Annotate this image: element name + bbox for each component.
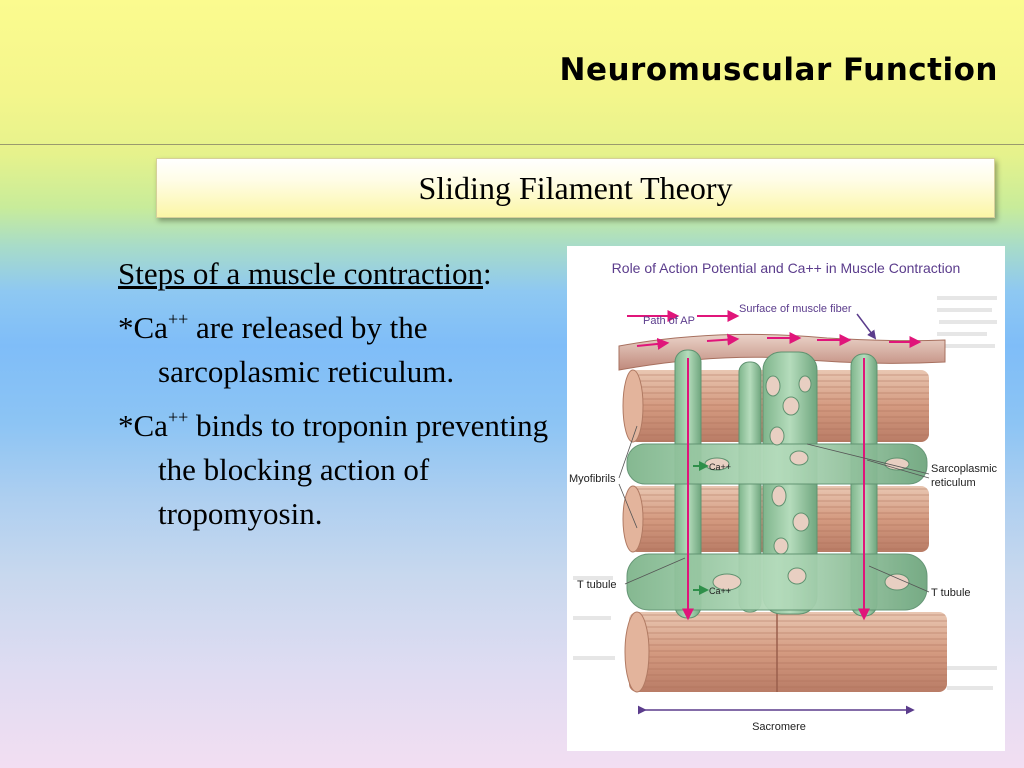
myofibril-3-stripes	[629, 612, 947, 692]
steps-heading-text: Steps of a muscle contraction	[118, 256, 484, 291]
muscle-contraction-figure: Role of Action Potential and Ca++ in Mus…	[567, 246, 1005, 751]
bullet-2-sup: ++	[167, 407, 189, 427]
bullet-2-text: binds to troponin preventing the blockin…	[158, 408, 549, 531]
myofibril-3-end	[624, 611, 650, 693]
steps-heading: Steps of a muscle contraction:	[118, 252, 558, 296]
bullet-1-text: are released by the sarcoplasmic reticul…	[158, 310, 455, 389]
reticulum-pointer-1	[806, 443, 930, 475]
reticulum-pointer-2	[866, 459, 930, 479]
slide-title: Neuromuscular Function	[559, 52, 998, 88]
label-ca-lower: Ca++	[709, 586, 731, 596]
label-path-ap: Path of AP	[643, 315, 695, 327]
muscle-diagram: Role of Action Potential and Ca++ in Mus…	[569, 260, 998, 733]
bullet-1-sup: ++	[167, 309, 189, 329]
bullet-2-prefix: *Ca	[118, 408, 168, 443]
bullet-1: *Ca++ are released by the sarcoplasmic r…	[118, 306, 558, 394]
bullet-2: *Ca++ binds to troponin preventing the b…	[118, 404, 558, 536]
t-tubule-left-pointer	[624, 557, 686, 585]
label-sarcoplasmic: Sarcoplasmic	[931, 463, 998, 475]
myofibrils-pointer-1	[618, 425, 638, 479]
label-myofibrils: Myofibrils	[569, 473, 616, 485]
title-divider	[0, 144, 1024, 145]
t-tubule-right-pointer	[868, 565, 930, 593]
figure-title: Role of Action Potential and Ca++ in Mus…	[612, 260, 961, 276]
ap-path-arrows	[627, 310, 922, 350]
sarcoplasmic-reticulum	[626, 349, 928, 619]
surface-pointer	[856, 313, 877, 340]
subtitle-text: Sliding Filament Theory	[418, 169, 733, 206]
myofibril-1-end	[622, 369, 644, 443]
subtitle-box: Sliding Filament Theory	[156, 158, 995, 218]
label-t-tubule-left: T tubule	[577, 579, 617, 591]
label-surface: Surface of muscle fiber	[739, 303, 852, 315]
body-text: Steps of a muscle contraction: *Ca++ are…	[118, 252, 558, 546]
label-ca-upper: Ca++	[709, 462, 731, 472]
label-sarcomere: Sacromere	[752, 721, 806, 733]
label-t-tubule-right: T tubule	[931, 587, 971, 599]
reticulum-column-2	[738, 361, 762, 613]
reticulum-holes	[704, 375, 910, 591]
steps-heading-colon: :	[483, 256, 492, 291]
background-text-lines	[573, 296, 997, 690]
bullet-1-prefix: *Ca	[118, 310, 168, 345]
myofibrils-pointer-2	[618, 483, 638, 529]
label-reticulum: reticulum	[931, 477, 976, 489]
reticulum-band-2	[626, 553, 928, 611]
t-tubules	[682, 358, 870, 621]
